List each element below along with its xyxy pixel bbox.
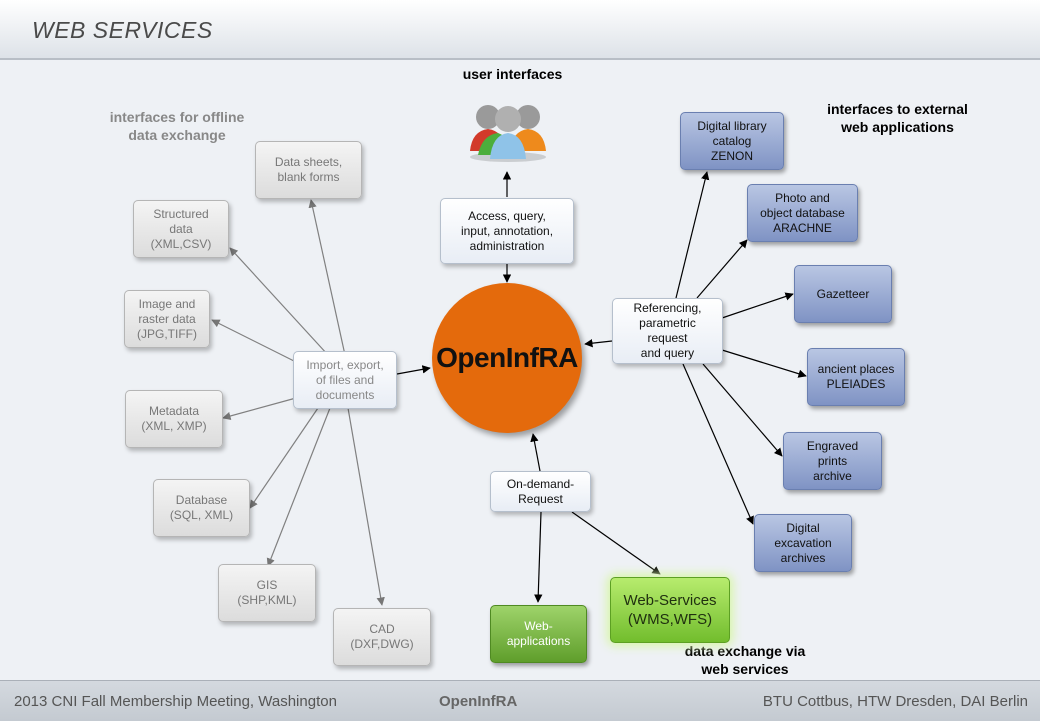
- label-external: interfaces to external web applications: [827, 101, 968, 135]
- arachne-box: Photo and object database ARACHNE: [747, 184, 858, 242]
- line-ref-zenon: [675, 171, 710, 299]
- gis-box: GIS (SHP,KML): [218, 564, 316, 622]
- engraved-prints-box: Engraved prints archive: [783, 432, 882, 490]
- excavation-archives-box: Digital excavation archives: [754, 514, 852, 572]
- line-to-cad: [347, 407, 385, 606]
- web-services-box: Web-Services (WMS,WFS): [610, 577, 730, 643]
- line-import-circle: [396, 365, 431, 375]
- header-bar: WEB SERVICES: [0, 0, 1040, 60]
- line-ref-gazetteer: [721, 292, 794, 319]
- label-user-interfaces: user interfaces: [462, 66, 563, 82]
- access-query-box: Access, query, input, annotation, admini…: [440, 198, 574, 264]
- line-ref-engraved: [702, 363, 783, 457]
- openinfra-core-circle: OpenInfRA: [432, 283, 582, 433]
- line-to-structured: [229, 247, 329, 356]
- gazetteer-box: Gazetteer: [794, 265, 892, 323]
- line-ondemand-webservices: [571, 511, 661, 575]
- metadata-box: Metadata (XML, XMP): [125, 390, 223, 448]
- cad-box: CAD (DXF,DWG): [333, 608, 431, 666]
- line-to-datasheets: [308, 199, 346, 356]
- line-to-gis: [266, 407, 331, 567]
- footer-right: BTU Cottbus, HTW Dresden, DAI Berlin: [762, 693, 1028, 710]
- line-to-image: [211, 319, 297, 363]
- line-ref-excavation: [682, 363, 754, 525]
- line-ondemand-webapps: [534, 511, 543, 603]
- data-sheets-box: Data sheets, blank forms: [255, 141, 362, 199]
- line-to-metadata: [222, 397, 297, 421]
- web-applications-box: Web- applications: [490, 605, 587, 663]
- label-data-exchange: data exchange via web services: [684, 643, 806, 677]
- openinfra-title: OpenInfRA: [436, 342, 578, 373]
- database-box: Database (SQL, XML): [153, 479, 250, 537]
- zenon-box: Digital library catalog ZENON: [680, 112, 784, 170]
- image-raster-box: Image and raster data (JPG,TIFF): [124, 290, 210, 348]
- line-ref-pleiades: [721, 349, 807, 378]
- referencing-box: Referencing, parametric request and quer…: [612, 298, 723, 364]
- footer-bar: 2013 CNI Fall Membership Meeting, Washin…: [0, 680, 1040, 721]
- line-ondemand-circle: [530, 433, 541, 472]
- label-offline: interfaces for offline data exchange: [109, 109, 245, 143]
- import-export-box: Import, export, of files and documents: [293, 351, 397, 409]
- structured-data-box: Structured data (XML,CSV): [133, 200, 229, 258]
- line-to-database: [249, 407, 319, 509]
- line-ref-arachne: [696, 239, 748, 299]
- footer-left: 2013 CNI Fall Membership Meeting, Washin…: [14, 693, 337, 710]
- page-title: WEB SERVICES: [32, 17, 213, 43]
- users-group-icon: [466, 93, 550, 163]
- pleiades-box: ancient places PLEIADES: [807, 348, 905, 406]
- footer-center: OpenInfRA: [439, 693, 518, 710]
- on-demand-box: On-demand- Request: [490, 471, 591, 512]
- line-ref-circle: [584, 338, 613, 348]
